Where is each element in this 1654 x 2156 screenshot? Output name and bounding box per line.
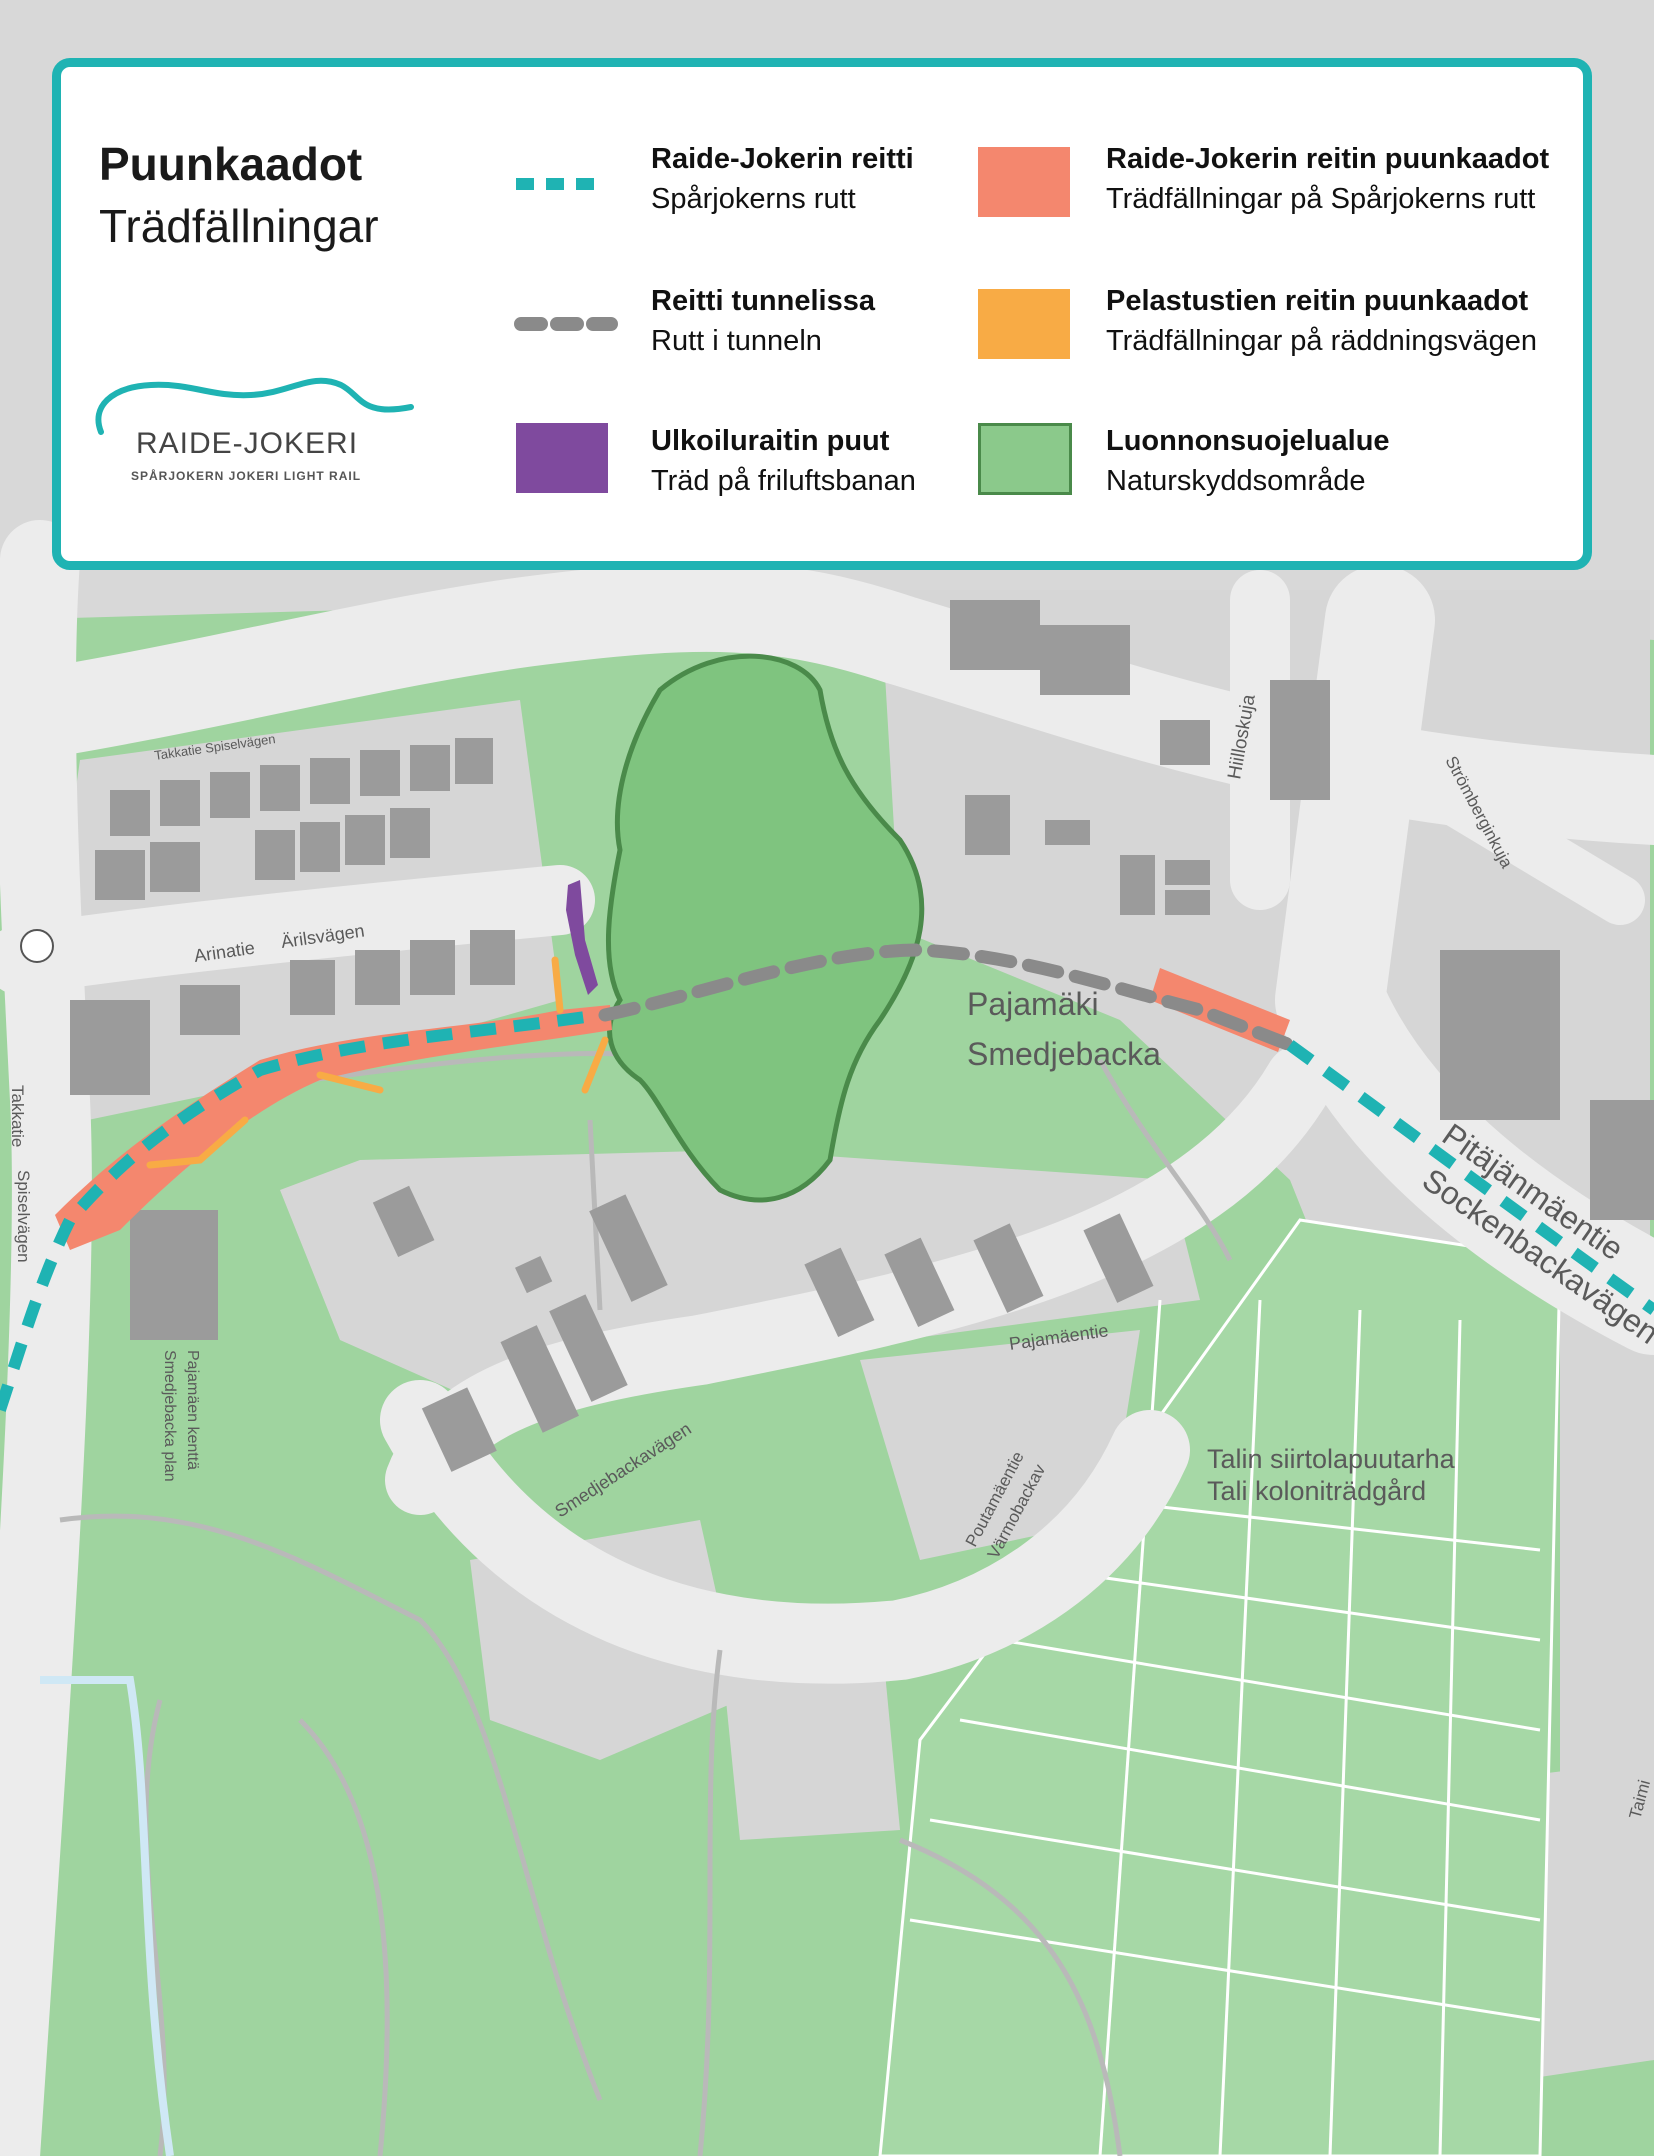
- label-tali-2: Tali koloniträdgård: [1207, 1476, 1426, 1506]
- label-kentta-1: Pajamäen kenttä: [184, 1350, 201, 1470]
- legend-symbol-nature-reserve: [978, 423, 1072, 495]
- stream: [40, 1676, 174, 2156]
- road-strombergin: [1395, 755, 1645, 925]
- felling-zone-raide-jokeri[interactable]: [55, 1005, 612, 1250]
- felling-rescue-route[interactable]: [146, 956, 609, 1169]
- legend-symbol-route: [516, 178, 606, 190]
- garden-plot-lines: [909, 1299, 1541, 2156]
- roundabout: [20, 929, 54, 963]
- buildings: [70, 600, 1654, 1472]
- nature-reserve-area[interactable]: [606, 653, 925, 1203]
- legend-symbol-trail-trees: [516, 423, 608, 493]
- label-kentta-2: Smedjebacka plan: [161, 1350, 178, 1482]
- route-raide-jokeri-east: [1286, 1040, 1654, 1315]
- label-spiselvagen-side: Spiselvägen: [14, 1170, 33, 1263]
- label-pajamaki: Pajamäki: [967, 986, 1099, 1022]
- legend-symbol-felling-rescue: [978, 289, 1070, 359]
- label-takkatie-side: Takkatie: [8, 1085, 27, 1147]
- logo-name: RAIDE-JOKERI: [136, 427, 359, 460]
- legend-symbol-felling-route: [978, 147, 1070, 217]
- route-tunnel: [598, 943, 1297, 1052]
- legend-subtitle: Trädfällningar: [99, 200, 379, 252]
- road-smedjeback: [380, 1380, 1190, 1684]
- footpaths: [59, 1050, 1233, 2156]
- label-tali-1: Talin siirtolapuutarha: [1207, 1444, 1456, 1474]
- legend-panel: Puunkaadot Trädfällningar RAIDE-JOKERI S…: [52, 58, 1592, 570]
- legend-title: Puunkaadot: [99, 138, 363, 190]
- logo-sub: SPÅRJOKERN JOKERI LIGHT RAIL: [131, 469, 362, 483]
- raide-jokeri-logo: RAIDE-JOKERI SPÅRJOKERN JOKERI LIGHT RAI…: [91, 377, 451, 487]
- route-raide-jokeri-west: [0, 1009, 601, 1412]
- trail-trees[interactable]: [566, 880, 598, 995]
- label-smedjebacka: Smedjebacka: [967, 1036, 1161, 1072]
- block-east-lower: [1560, 1250, 1654, 1800]
- legend-symbol-tunnel: [514, 317, 618, 331]
- road-takkatie: [0, 520, 92, 2156]
